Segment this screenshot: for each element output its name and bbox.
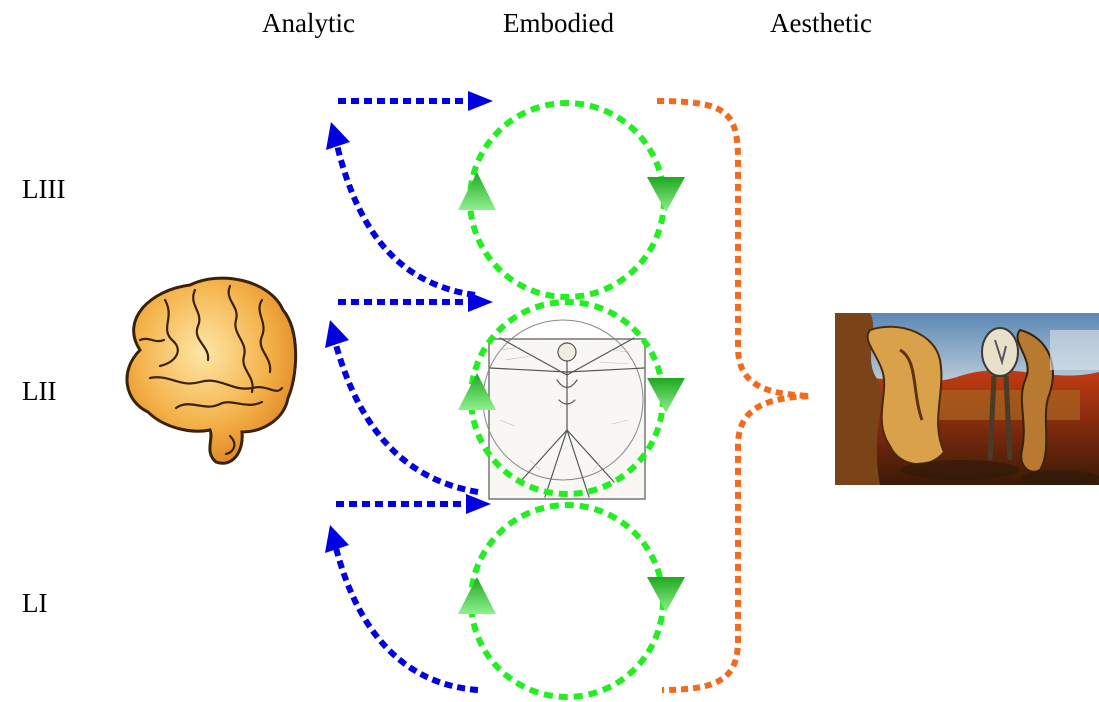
analytic-return-liii [334, 144, 476, 298]
aesthetic-brace [656, 98, 811, 693]
arrowhead-down-icon [647, 177, 685, 212]
arrowhead-down-icon [647, 378, 685, 413]
arrow-right-icon [468, 292, 493, 312]
column-label-analytic: Analytic [262, 8, 355, 38]
arrowhead-up-icon [458, 577, 496, 614]
arrowhead-up-icon [458, 373, 496, 410]
level-label-li: LI [22, 588, 48, 618]
arrow-right-icon [466, 494, 491, 514]
surreal-painting-icon [835, 313, 1099, 485]
vitruvian-man-icon [482, 319, 646, 500]
analytic-return-li [333, 547, 479, 693]
arrow-up-left-icon [325, 525, 349, 553]
column-label-embodied: Embodied [503, 8, 614, 38]
embodied-cycle-li [468, 502, 666, 700]
column-label-aesthetic: Aesthetic [770, 8, 872, 38]
level-label-liii: LIII [22, 174, 66, 204]
brain-icon [125, 276, 298, 465]
arrowhead-down-icon [647, 577, 685, 612]
arrow-right-icon [468, 91, 493, 111]
embodied-cycle-liii [467, 100, 667, 300]
arrowhead-up-icon [458, 172, 496, 210]
level-label-lii: LII [22, 376, 57, 406]
arrow-up-left-icon [325, 320, 349, 348]
arrow-up-left-icon [326, 122, 350, 150]
analytic-return-lii [333, 344, 479, 495]
